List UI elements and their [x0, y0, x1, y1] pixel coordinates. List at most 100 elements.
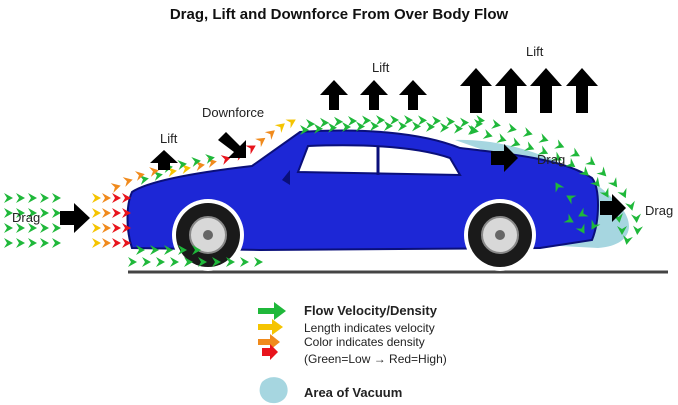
flow-chevron [538, 133, 551, 146]
flow-chevron [362, 115, 371, 126]
flow-chevron [92, 208, 101, 218]
legend-flow-label: Flow Velocity/Density [304, 303, 437, 318]
flow-chevron [320, 117, 329, 128]
legend-scale-label: (Green=Low → Red=High) [304, 352, 447, 366]
flow-chevron [92, 223, 101, 233]
lift-mid-arrow-1 [320, 80, 348, 110]
drag-front-arrow [60, 203, 90, 233]
flow-chevron [102, 238, 111, 248]
lift-big-arrow-1 [460, 68, 492, 113]
flow-chevron [28, 193, 37, 203]
flow-chevron [506, 123, 518, 135]
legend-arrows [258, 302, 286, 360]
flow-chevron [110, 180, 122, 193]
flow-chevron [446, 116, 455, 127]
flow-chevron [596, 166, 610, 180]
drag-rear-arrow [600, 194, 626, 222]
downforce-label: Downforce [202, 105, 265, 120]
diagram-title: Drag, Lift and Downforce From Over Body … [169, 6, 509, 23]
flow-chevron [569, 147, 583, 161]
flow-chevron [16, 193, 25, 203]
flow-chevron [607, 177, 622, 191]
legend-color-label: Color indicates density [304, 335, 425, 349]
flow-chevron [102, 208, 111, 218]
flow-chevron [4, 193, 13, 203]
downforce-arrow [218, 132, 246, 158]
drag-roof-label: Drag [537, 152, 566, 167]
flow-chevron [522, 127, 534, 140]
rear-wheel [464, 199, 536, 271]
flow-chevron [334, 116, 343, 127]
flow-chevron [306, 119, 315, 129]
drag-front-label: Drag [12, 210, 41, 225]
flow-chevron [491, 119, 502, 131]
flow-chevron [122, 174, 134, 187]
flow-chevron [92, 193, 101, 203]
flow-chevron [28, 238, 37, 248]
lift-small-arrow [150, 150, 178, 170]
flow-chevron [128, 257, 137, 267]
flow-chevron [52, 238, 61, 248]
flow-chevron [112, 238, 121, 248]
flow-chevron [274, 119, 289, 133]
flow-chevron [585, 155, 599, 170]
flow-chevron [418, 115, 427, 126]
flow-chevron [482, 129, 494, 142]
flow-chevron [102, 223, 111, 233]
drag-roof-arrow [491, 144, 518, 172]
legend-arrow-yellow [258, 319, 283, 335]
flow-chevron [240, 257, 249, 267]
flow-chevron [432, 115, 441, 126]
flow-chevron [376, 115, 385, 126]
flow-chevron [112, 208, 121, 218]
flow-chevron [112, 223, 121, 233]
lift-small-label: Lift [160, 131, 178, 146]
legend-vacuum-swatch [259, 377, 288, 404]
flow-chevron [40, 223, 49, 233]
legend-arrow-green [258, 302, 286, 320]
legend-vacuum-label: Area of Vacuum [304, 385, 403, 400]
flow-chevron [220, 152, 232, 165]
lift-big-arrow-2 [495, 68, 527, 113]
flow-chevron [348, 116, 357, 127]
flow-chevron [52, 223, 61, 233]
flow-chevron [4, 238, 13, 248]
flow-chevron [404, 115, 413, 126]
flow-chevron [625, 200, 638, 212]
flow-chevron [40, 208, 49, 218]
flow-chevron [52, 193, 61, 203]
flow-chevron [460, 117, 469, 128]
flow-chevron [156, 257, 165, 267]
lift-mid-arrow-2 [360, 80, 388, 110]
legend-arrow-orange [258, 334, 280, 350]
flow-chevron [142, 257, 151, 267]
lift-mid-label: Lift [372, 60, 390, 75]
flow-chevron [112, 193, 121, 203]
flow-chevron [16, 238, 25, 248]
front-wheel [172, 199, 244, 271]
flow-chevron [632, 225, 643, 236]
flow-chevron [52, 208, 61, 218]
flow-chevron [254, 257, 263, 267]
lift-big-arrow-3 [530, 68, 562, 113]
flow-chevron [245, 141, 259, 155]
flow-chevron [617, 187, 631, 201]
lift-big-arrow-4 [566, 68, 598, 113]
legend-length-label: Length indicates velocity [304, 321, 435, 335]
flow-chevron [255, 133, 269, 148]
flow-chevron [40, 193, 49, 203]
drag-rear-label: Drag [645, 203, 674, 218]
flow-chevron [264, 126, 279, 140]
flow-chevron [285, 115, 299, 129]
lift-big-label: Lift [526, 44, 544, 59]
side-mirror [282, 170, 290, 185]
flow-chevron [40, 238, 49, 248]
flow-chevron [92, 238, 101, 248]
lift-mid-arrow-3 [399, 80, 427, 110]
flow-chevron [554, 139, 567, 153]
legend-arrow-red [262, 344, 278, 360]
flow-chevron [170, 257, 179, 267]
flow-chevron [390, 115, 399, 126]
flow-chevron [631, 213, 642, 224]
